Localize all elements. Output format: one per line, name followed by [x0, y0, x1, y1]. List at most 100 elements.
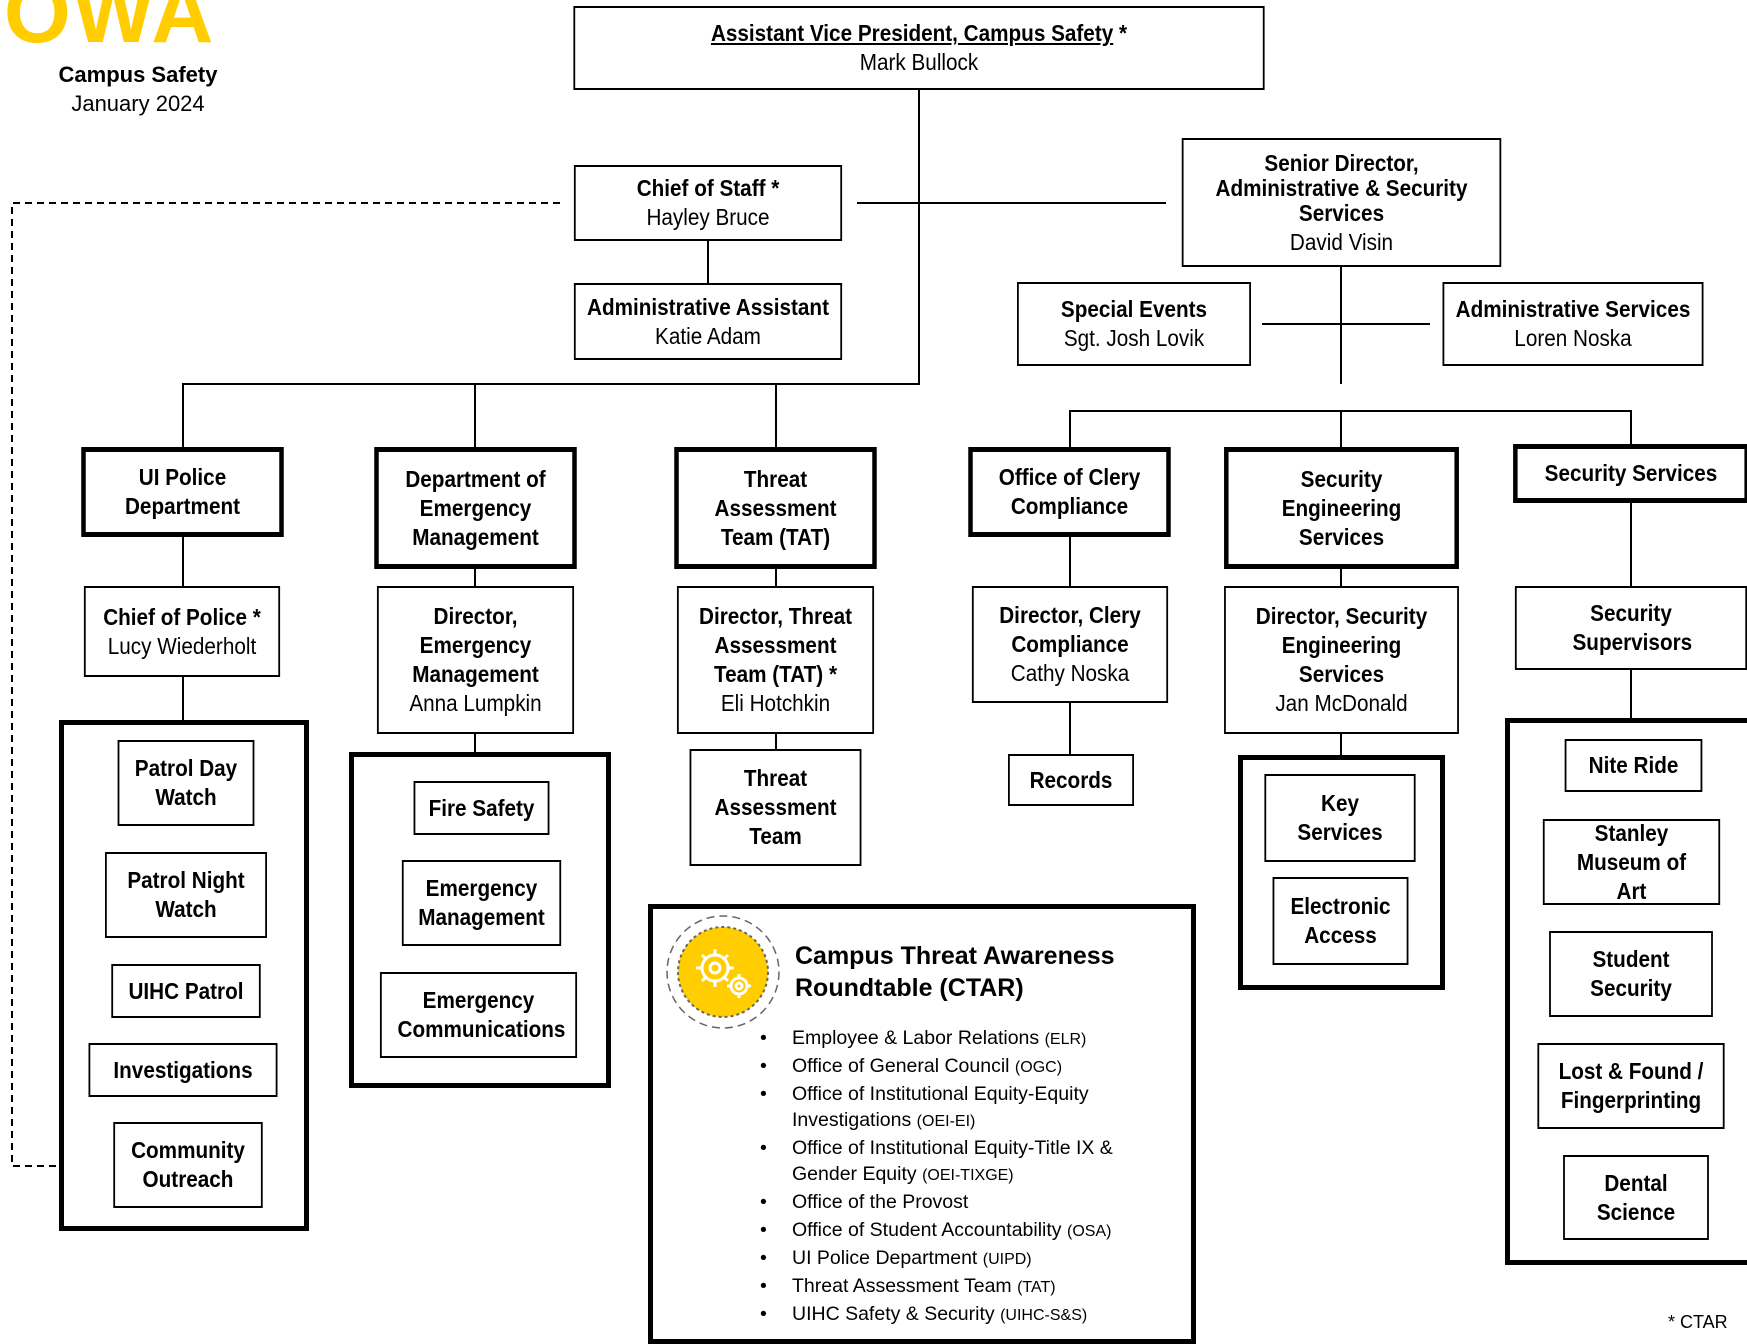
unit-box-lost-found: Lost & Found / Fingerprinting: [1537, 1043, 1725, 1129]
avp-name: Mark Bullock: [859, 49, 979, 75]
ctar-member-name: Threat Assessment Team: [792, 1275, 1012, 1297]
chief-of-staff-box: Chief of Staff * Hayley Bruce: [573, 165, 843, 241]
senior-director-name: David Visin: [1289, 228, 1394, 255]
ctar-member: Office of the Provost: [760, 1189, 1180, 1217]
admin-assistant-title: Administrative Assistant: [587, 293, 829, 320]
unit-box-emergency-communications: Emergency Communications: [379, 972, 578, 1058]
unit-box-electronic-access: Electronic Access: [1272, 877, 1409, 965]
head-name-emergency: Anna Lumpkin: [409, 690, 542, 716]
avp-box: Assistant Vice President, Campus Safety …: [573, 6, 1265, 90]
head-title-clery: Director, Clery Compliance: [999, 602, 1141, 657]
senior-director-title: Senior Director, Administrative & Securi…: [1215, 149, 1468, 226]
unit-label: Patrol Night Watch: [127, 867, 245, 922]
unit-box-dental-science: Dental Science: [1563, 1155, 1709, 1240]
avp-trunk-line: [182, 90, 920, 450]
unit-label: Threat Assessment Team: [714, 765, 837, 849]
unit-box-threat-assessment-team: Threat Assessment Team: [689, 749, 862, 866]
ctar-member-abbr: (ELR): [1044, 1031, 1087, 1048]
unit-label: UIHC Patrol: [128, 977, 244, 1004]
unit-label: Community Outreach: [131, 1137, 245, 1192]
head-title-security: Security Supervisors: [1572, 600, 1693, 655]
unit-label: Investigations: [113, 1056, 253, 1083]
ctar-member-name: UI Police Department: [792, 1247, 978, 1269]
chief-of-staff-name: Hayley Bruce: [646, 204, 770, 230]
gears-icon: [666, 915, 780, 1029]
ctar-member-name: Office of General Council: [792, 1055, 1010, 1077]
head-box-emergency: Director, Emergency Management Anna Lump…: [376, 586, 575, 734]
unit-box-nite-ride: Nite Ride: [1564, 739, 1703, 792]
dept-box-security: Security Services: [1513, 444, 1747, 503]
head-name-threat: Eli Hotchkin: [720, 690, 831, 716]
unit-box-patrol-night: Patrol Night Watch: [105, 852, 267, 938]
senior-branch-line: [1069, 410, 1632, 450]
admin-assistant-name: Katie Adam: [655, 322, 761, 349]
unit-label: Nite Ride: [1588, 752, 1679, 778]
head-name-clery: Cathy Noska: [1010, 660, 1130, 686]
head-name-engineering: Jan McDonald: [1275, 690, 1408, 716]
university-logo: IOWA: [0, 0, 216, 61]
ctar-member: Office of Student Accountability (OSA): [760, 1217, 1180, 1245]
ctar-member-name: UIHC Safety & Security: [792, 1303, 995, 1325]
unit-box-records: Records: [1008, 754, 1134, 806]
ctar-member-abbr: (UIHC-S&S): [1000, 1307, 1088, 1324]
head-title-emergency: Director, Emergency Management: [412, 603, 539, 687]
unit-box-patrol-day: Patrol Day Watch: [117, 740, 255, 826]
dept-box-clery: Office of Clery Compliance: [968, 447, 1171, 537]
unit-label: Records: [1029, 766, 1113, 793]
head-name-police: Lucy Wiederholt: [107, 632, 257, 659]
ctar-member-name: Office of Institutional Equity-Title IX …: [792, 1137, 1113, 1185]
unit-box-community-outreach: Community Outreach: [113, 1122, 263, 1208]
org-header: Campus Safety January 2024: [38, 60, 238, 118]
ctar-member-name: Office of the Provost: [792, 1191, 969, 1213]
dept-title-engineering: Security Engineering Services: [1281, 465, 1402, 550]
unit-label: Electronic Access: [1290, 893, 1391, 948]
ctar-member-abbr: (OEI-TIXGE): [922, 1167, 1014, 1184]
special-events-box: Special Events Sgt. Josh Lovik: [1017, 282, 1251, 366]
unit-box-key-services: Key Services: [1264, 774, 1416, 862]
unit-label: Emergency Communications: [397, 987, 566, 1042]
admin-services-name: Loren Noska: [1514, 325, 1632, 351]
avp-title: Assistant Vice President, Campus Safety: [710, 20, 1114, 46]
unit-label: Key Services: [1297, 790, 1383, 845]
dept-box-emergency: Department of Emergency Management: [374, 447, 577, 569]
unit-box-stanley-museum: Stanley Museum of Art: [1542, 819, 1721, 905]
ctar-member-name: Employee & Labor Relations: [792, 1027, 1040, 1049]
unit-box-uihc-patrol: UIHC Patrol: [111, 964, 261, 1018]
head-box-security: Security Supervisors: [1514, 586, 1747, 670]
ctar-member: UIHC Safety & Security (UIHC-S&S): [760, 1301, 1180, 1329]
ctar-member: Office of Institutional Equity-Equity In…: [760, 1081, 1180, 1135]
ctar-title: Campus Threat Awareness Roundtable (CTAR…: [795, 942, 1115, 1002]
dept-box-police: UI Police Department: [81, 447, 284, 537]
head-box-police: Chief of Police * Lucy Wiederholt: [83, 586, 281, 677]
unit-label: Patrol Day Watch: [134, 755, 238, 810]
dept-title-security: Security Services: [1544, 460, 1718, 486]
head-box-engineering: Director, Security Engineering Services …: [1224, 586, 1459, 734]
dept-box-engineering: Security Engineering Services: [1224, 447, 1459, 569]
ctar-member-name: Office of Institutional Equity-Equity In…: [792, 1083, 1089, 1131]
ctar-member: UI Police Department (UIPD): [760, 1245, 1180, 1273]
unit-box-student-security: Student Security: [1549, 931, 1713, 1017]
chart-date: January 2024: [71, 91, 205, 116]
head-title-police: Chief of Police *: [103, 603, 261, 630]
admin-services-title: Administrative Services: [1455, 296, 1691, 322]
dept-title-emergency: Department of Emergency Management: [405, 465, 546, 550]
ctar-member-abbr: (OSA): [1066, 1223, 1112, 1240]
ctar-member: Threat Assessment Team (TAT): [760, 1273, 1180, 1301]
senior-director-box: Senior Director, Administrative & Securi…: [1181, 138, 1502, 267]
unit-label: Lost & Found / Fingerprinting: [1558, 1058, 1704, 1113]
footnote: * CTAR: [1668, 1312, 1728, 1332]
ctar-member: Office of General Council (OGC): [760, 1053, 1180, 1081]
ctar-member-abbr: (OGC): [1014, 1059, 1063, 1076]
ctar-member: Employee & Labor Relations (ELR): [760, 1025, 1180, 1053]
dept-box-threat: Threat Assessment Team (TAT): [674, 447, 877, 569]
ctar-member-list: Employee & Labor Relations (ELR)Office o…: [760, 1025, 1180, 1329]
unit-label: Fire Safety: [428, 794, 535, 821]
unit-box-fire-safety: Fire Safety: [413, 781, 550, 835]
ctar-member: Office of Institutional Equity-Title IX …: [760, 1135, 1180, 1189]
unit-label: Dental Science: [1596, 1169, 1676, 1225]
head-box-threat: Director, Threat Assessment Team (TAT) *…: [676, 586, 875, 734]
head-title-engineering: Director, Security Engineering Services: [1255, 603, 1428, 687]
special-events-name: Sgt. Josh Lovik: [1063, 325, 1205, 351]
head-title-threat: Director, Threat Assessment Team (TAT) *: [699, 603, 852, 687]
